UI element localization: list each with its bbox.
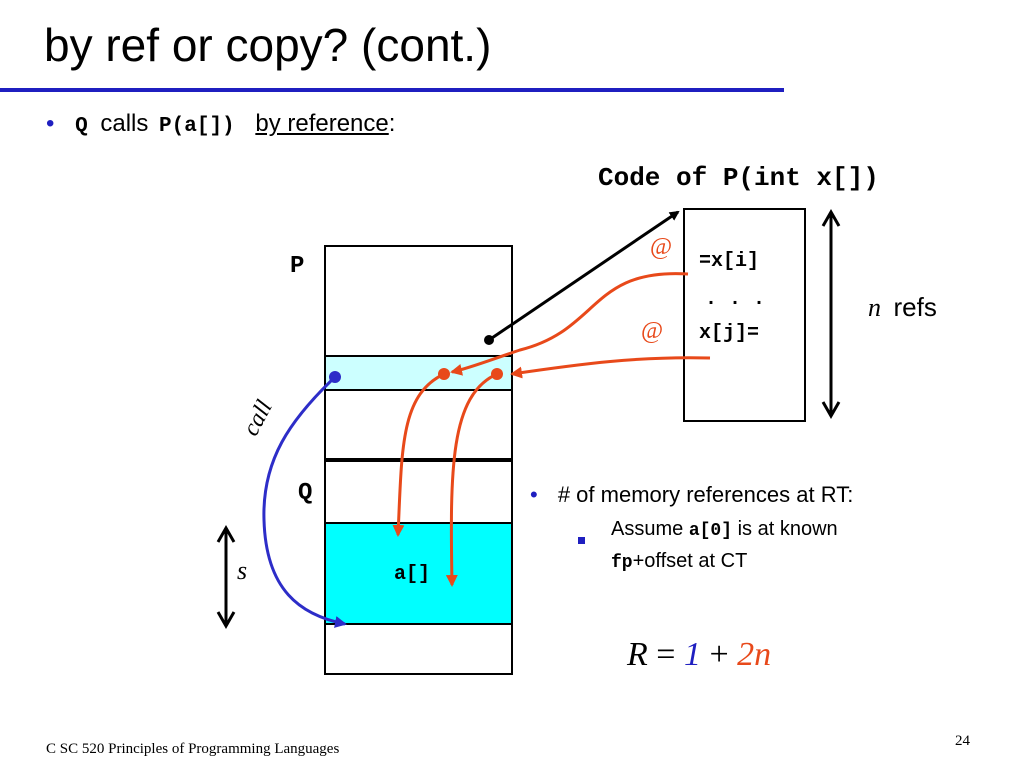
frame-p	[324, 245, 513, 357]
array-a-block	[324, 522, 513, 625]
ref-arrow-2	[510, 356, 711, 379]
code-box	[683, 208, 806, 422]
sub-bullet-square	[578, 531, 585, 549]
formula-one: 1	[683, 636, 701, 673]
sub-bullet-line1: Assume a[0] is at known	[611, 518, 838, 541]
offset-text: +offset at CT	[632, 550, 748, 572]
bullet-dot: •	[46, 110, 55, 137]
n-refs-label: n refs	[868, 292, 937, 323]
code-line-read: =x[i]	[699, 250, 760, 273]
at-marker-write: @	[641, 318, 664, 344]
bullet-calls-by-reference: • Q calls P(a[]) by reference:	[46, 110, 395, 138]
ref-arrow-1	[450, 272, 689, 376]
refs-text: refs	[893, 292, 937, 322]
memory-references-text: # of memory references at RT:	[557, 482, 854, 507]
frame-q	[324, 460, 513, 524]
footer-course: C SC 520 Principles of Programming Langu…	[46, 741, 340, 757]
page-number: 24	[955, 733, 970, 749]
code-line-write: x[j]=	[699, 322, 760, 345]
deref-arrow-1	[392, 372, 445, 537]
bullet-dot: •	[530, 482, 538, 507]
deref-arrow-2	[445, 372, 498, 587]
a0-code: a[0]	[688, 521, 733, 541]
frame-p-lower	[324, 389, 513, 460]
code-line-ellipsis: . . .	[705, 288, 766, 311]
code-pointer-arrow	[488, 210, 680, 342]
formula-r: R	[627, 636, 648, 673]
array-a-label: a[]	[394, 563, 431, 586]
sub-bullet-line2: fp+offset at CT	[611, 550, 747, 573]
assume-text: Assume	[611, 518, 684, 540]
formula-plus: +	[709, 636, 729, 673]
call-arrow	[262, 375, 347, 628]
s-label: s	[237, 556, 248, 585]
cost-formula: R = 1 + 2n	[627, 636, 771, 674]
formula-two-n: 2n	[737, 636, 772, 673]
at-marker-read: @	[650, 234, 673, 260]
bullet-memory-references: • # of memory references at RT:	[530, 482, 853, 508]
fp-code: fp	[611, 553, 633, 573]
slide-title: by ref or copy? (cont.)	[44, 19, 492, 71]
calls-text: calls	[100, 110, 149, 137]
code-heading: Code of P(int x[])	[598, 163, 879, 193]
frame-q-label: Q	[298, 480, 313, 507]
frame-bottom	[324, 623, 513, 675]
title-underline	[0, 88, 784, 92]
by-reference-text: by reference	[255, 110, 389, 137]
known-text: is at known	[737, 518, 838, 540]
q-label: Q	[75, 115, 88, 138]
colon: :	[388, 110, 396, 137]
formula-eq: =	[656, 636, 676, 673]
n-variable: n	[868, 293, 881, 322]
p-call-signature: P(a[])	[159, 115, 235, 138]
frame-p-label: P	[290, 253, 305, 280]
